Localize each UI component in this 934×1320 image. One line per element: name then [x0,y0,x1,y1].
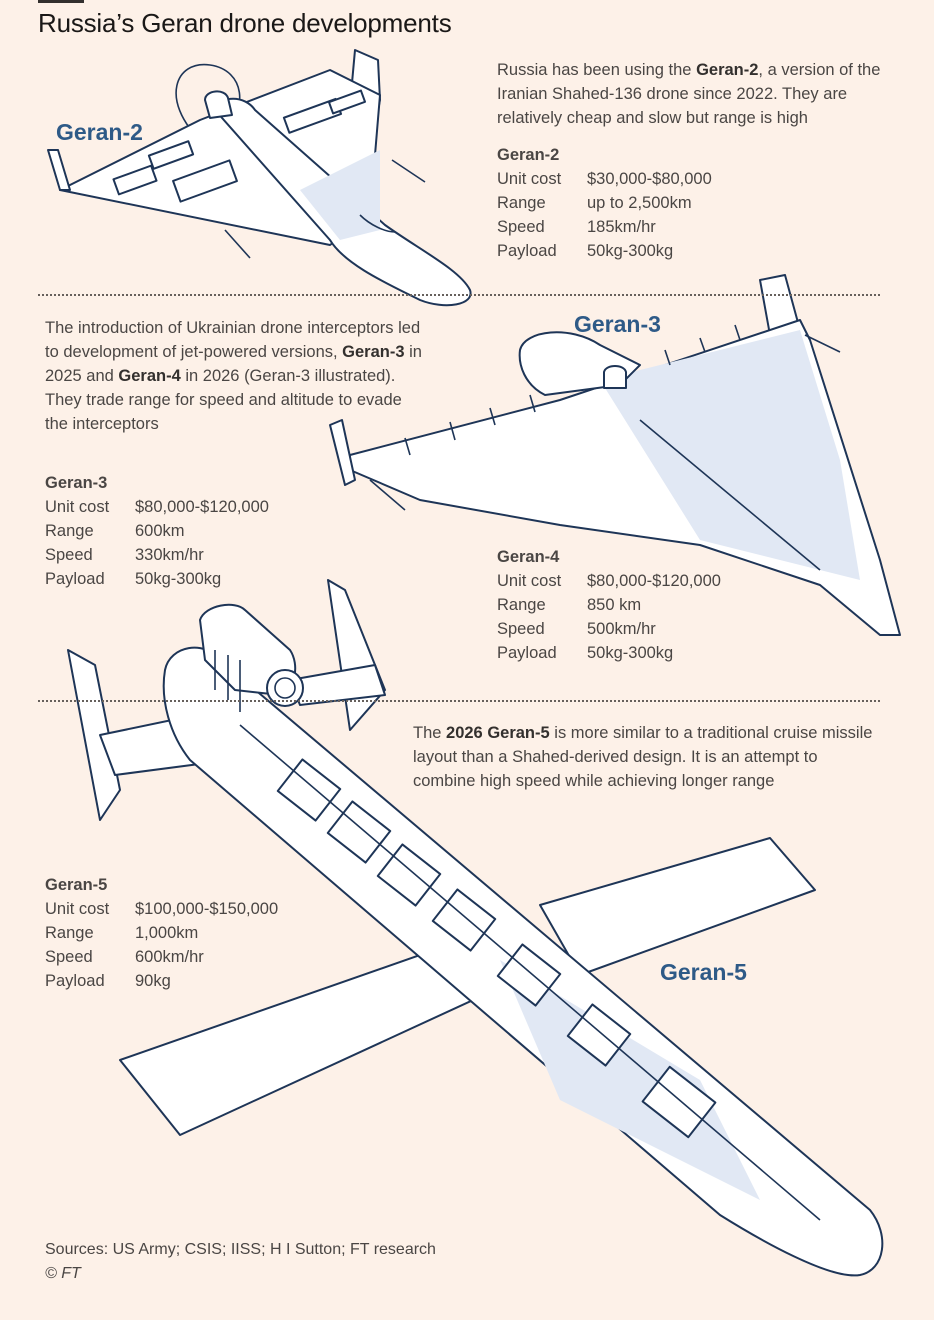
spec-value: 50kg-300kg [587,242,674,260]
spec-value: 185km/hr [587,218,656,236]
geran5-intro: The 2026 Geran-5 is more similar to a tr… [413,724,873,790]
spec-key: Speed [497,620,545,638]
geran3-intro: The introduction of Ukrainian drone inte… [45,319,422,433]
spec-key: Range [497,596,546,614]
spec-key: Range [45,522,94,540]
spec-value: $100,000-$150,000 [135,900,279,918]
spec-key: Unit cost [45,900,110,918]
spec-key: Payload [497,242,557,260]
source-note: Sources: US Army; CSIS; IISS; H I Sutton… [45,1241,436,1282]
spec-value: 50kg-300kg [135,570,222,588]
geran2-intro: Russia has been using the Geran-2, a ver… [497,61,881,127]
spec-value: 330km/hr [135,546,204,564]
spec-value: 50kg-300kg [587,644,674,662]
top-rule [38,0,84,3]
spec-value: 600km/hr [135,948,204,966]
spec-value: 500km/hr [587,620,656,638]
spec-key: Speed [497,218,545,236]
section-divider [38,700,880,702]
spec-value: 90kg [135,972,171,990]
spec-value: 600km [135,522,185,540]
spec-key: Unit cost [45,498,110,516]
spec-key: Unit cost [497,572,562,590]
spec-value: $30,000-$80,000 [587,170,712,188]
geran2-specs: Geran-2 Unit cost $30,000-$80,000 Range up… [497,143,712,263]
geran2-illustration [47,49,472,307]
geran5-label: Geran-5 [660,959,747,985]
geran3-illustration [329,274,901,636]
section-divider [38,294,880,296]
geran2-label: Geran-2 [56,119,143,145]
spec-value: 850 km [587,596,642,614]
spec-key: Payload [45,972,105,990]
spec-key: Range [45,924,94,942]
spec-name: Geran-2 [497,146,560,164]
geran5-illustration [67,579,884,1277]
spec-value: $80,000-$120,000 [587,572,721,590]
geran5-specs: Geran-5 Unit cost$100,000-$150,000 Range… [45,873,278,993]
spec-key: Speed [45,948,93,966]
geran3-label: Geran-3 [574,311,661,337]
spec-value: 1,000km [135,924,199,942]
spec-key: Range [497,194,546,212]
spec-key: Speed [45,546,93,564]
page-title: Russia’s Geran drone developments [38,8,452,38]
spec-value: up to 2,500km [587,194,692,212]
spec-key: Unit cost [497,170,562,188]
spec-key: Payload [497,644,557,662]
spec-key: Payload [45,570,105,588]
spec-value: $80,000-$120,000 [135,498,269,516]
